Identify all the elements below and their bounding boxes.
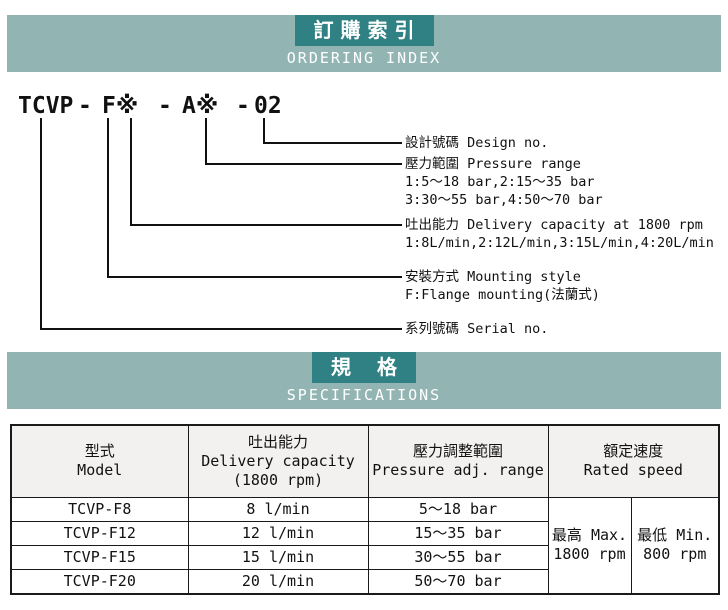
specifications-band: 規 格 SPECIFICATIONS [7, 352, 721, 409]
table-row: TCVP-F20 20 l/min 50〜70 bar [10, 568, 719, 594]
col-header-capacity: 吐出能力 Delivery capacity (1800 rpm) [187, 424, 369, 498]
callout-mounting-style: 安裝方式 Mounting style F:Flange mounting(法蘭… [405, 268, 600, 304]
table-row: TCVP-F8 8 l/min 5〜18 bar 最高 Max. 1800 rp… [10, 496, 720, 594]
model-code-mounting: F※ [102, 93, 139, 119]
connector-line-mounting-vertical [107, 118, 109, 278]
callout-design-no: 設計號碼 Design no. [405, 134, 548, 152]
table-header-row: 型式 Model 吐出能力 Delivery capacity (1800 rp… [10, 424, 720, 498]
cell-model: TCVP-F12 [10, 520, 189, 546]
cell-capacity: 12 l/min [187, 520, 369, 546]
specifications-title-cjk: 規 格 [311, 352, 417, 383]
callout-serial-no: 系列號碼 Serial no. [405, 320, 548, 338]
model-code-pressure: A※ [182, 93, 219, 119]
connector-line-design-vertical [263, 118, 265, 144]
cell-rated-speed-min: 最低 Min. 800 rpm [630, 496, 720, 594]
cell-pressure: 50〜70 bar [367, 568, 549, 594]
cell-model: TCVP-F20 [10, 568, 189, 594]
cell-model: TCVP-F8 [10, 496, 189, 522]
cell-pressure: 5〜18 bar [367, 496, 549, 522]
connector-line-design-horizontal [263, 142, 402, 144]
connector-line-pressure-horizontal [205, 163, 402, 165]
ordering-index-title-cjk: 訂購索引 [294, 15, 434, 46]
callout-pressure-range: 壓力範圍 Pressure range 1:5〜18 bar,2:15〜35 b… [405, 155, 603, 209]
cell-capacity: 15 l/min [187, 544, 369, 570]
model-code-series: TCVP [18, 93, 74, 119]
cell-capacity: 8 l/min [187, 496, 369, 522]
callout-line: 1:8L/min,2:12L/min,3:15L/min,4:20L/min [405, 235, 714, 251]
specifications-title-en: SPECIFICATIONS [286, 386, 442, 404]
cell-capacity: 20 l/min [187, 568, 369, 594]
cell-rated-speed-max: 最高 Max. 1800 rpm [547, 496, 632, 594]
callout-line: F:Flange mounting(法蘭式) [405, 287, 600, 303]
cell-pressure: 30〜55 bar [367, 544, 549, 570]
ordering-index-title-en: ORDERING INDEX [286, 49, 442, 67]
col-header-pressure: 壓力調整範圍 Pressure adj. range [367, 424, 549, 498]
callout-line: 系列號碼 Serial no. [405, 321, 549, 337]
model-code-dash-1: - [78, 93, 92, 119]
connector-line-delivery-horizontal [130, 224, 402, 226]
connector-line-serial-horizontal [40, 328, 402, 330]
connector-line-pressure-vertical [205, 118, 207, 165]
cell-pressure: 15〜35 bar [367, 520, 549, 546]
callout-line: 壓力範圍 Pressure range [405, 156, 581, 172]
table-row: TCVP-F15 15 l/min 30〜55 bar [10, 544, 719, 570]
connector-line-serial-vertical [40, 118, 42, 330]
table-row: TCVP-F12 12 l/min 15〜35 bar [10, 520, 719, 546]
specifications-table: 型式 Model 吐出能力 Delivery capacity (1800 rp… [10, 424, 720, 595]
model-code-dash-3: - [236, 93, 250, 119]
callout-line: 1:5〜18 bar,2:15〜35 bar [405, 174, 595, 190]
callout-line: 安裝方式 Mounting style [405, 269, 581, 285]
col-header-rated-speed: 額定速度 Rated speed [547, 424, 720, 498]
col-header-model: 型式 Model [10, 424, 189, 498]
callout-line: 吐出能力 Delivery capacity at 1800 rpm [405, 217, 703, 233]
callout-delivery-capacity: 吐出能力 Delivery capacity at 1800 rpm 1:8L/… [405, 216, 714, 252]
model-code-dash-2: - [158, 93, 172, 119]
cell-model: TCVP-F15 [10, 544, 189, 570]
connector-line-mounting-horizontal [107, 276, 402, 278]
ordering-index-band: 訂購索引 ORDERING INDEX [7, 15, 721, 72]
callout-line: 設計號碼 Design no. [405, 135, 549, 151]
callout-line: 3:30〜55 bar,4:50〜70 bar [405, 192, 603, 208]
model-code-design: 02 [254, 93, 282, 119]
connector-line-delivery-vertical [130, 118, 132, 226]
